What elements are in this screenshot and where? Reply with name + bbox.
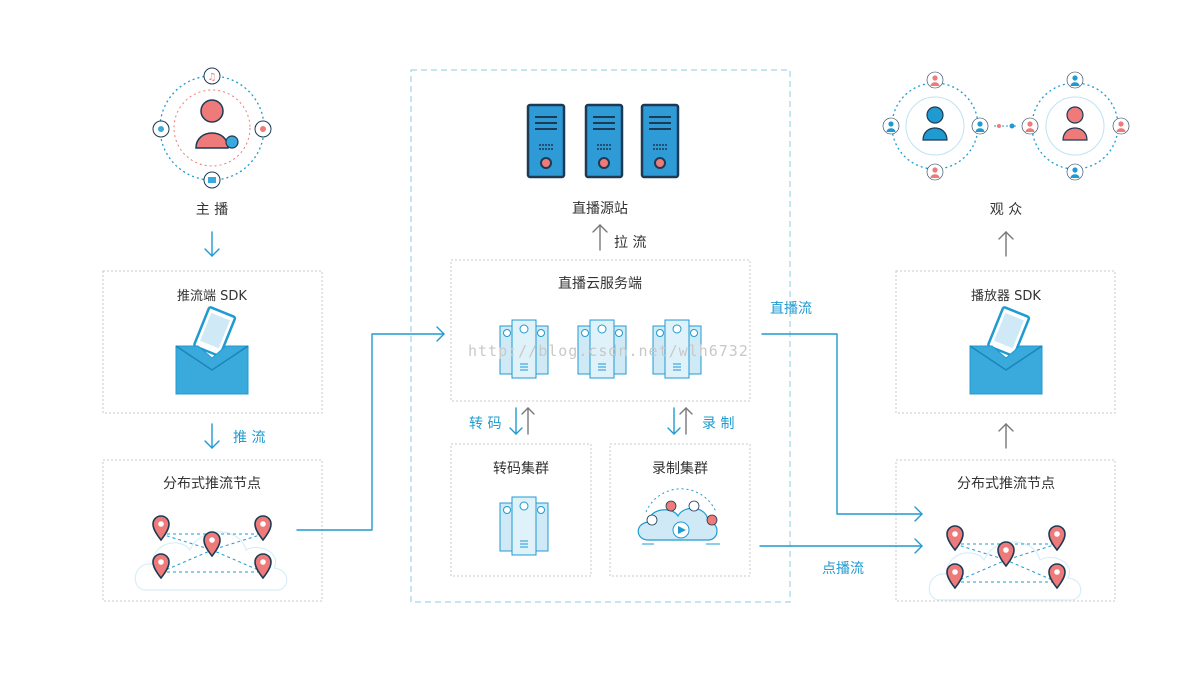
push-sdk-label: 推流端 SDK: [177, 289, 247, 304]
cdn-right-icon: [929, 526, 1080, 600]
arrow-cdn-to-player: [998, 423, 1014, 449]
arrow-anchor-to-sdk: [204, 231, 220, 257]
cdn-right-box: [895, 459, 1116, 602]
pull-label: 拉 流: [614, 235, 647, 251]
cloud-region-box: [410, 69, 791, 603]
origin-server-icon: [584, 103, 624, 179]
cdn-right-label: 分布式推流节点: [957, 476, 1055, 492]
arrow-player-to-audience: [998, 231, 1014, 257]
cloud-server-box: [450, 259, 751, 402]
cloud-server-label: 直播云服务端: [558, 276, 642, 292]
arrow-push-flow: [204, 423, 220, 449]
record-label: 录 制: [702, 416, 735, 432]
audience-label: 观 众: [989, 202, 1023, 218]
anchor-icon: ♫: [152, 67, 272, 189]
arrow-transcode: [509, 407, 535, 435]
audience-icon: [882, 71, 1130, 181]
arrow-cdn-to-cloud: [296, 326, 445, 531]
push-sdk-icon: [174, 305, 250, 396]
record-cluster-box: [609, 443, 751, 577]
player-sdk-box: [895, 270, 1116, 414]
origin-server-icon: [526, 103, 566, 179]
transcode-cluster-label: 转码集群: [493, 461, 549, 477]
anchor-label: 主 播: [195, 202, 229, 218]
cdn-left-icon: [135, 516, 286, 590]
arrow-live-stream: [761, 333, 923, 522]
origin-server-icon: [640, 103, 680, 179]
player-sdk-label: 播放器 SDK: [971, 289, 1041, 304]
origin-label: 直播源站: [572, 201, 628, 217]
live-stream-label: 直播流: [770, 301, 812, 317]
push-flow-label: 推 流: [233, 430, 266, 446]
transcode-cluster-box: [450, 443, 592, 577]
arrow-pull: [592, 224, 608, 251]
arrow-record: [667, 407, 693, 435]
transcode-cluster-icon: [499, 496, 549, 556]
svg-text:♫: ♫: [208, 72, 217, 83]
cdn-left-label: 分布式推流节点: [163, 476, 261, 492]
watermark: http://blog.csdn.net/wlh6732: [468, 342, 749, 360]
push-sdk-box: [102, 270, 323, 414]
player-sdk-icon: [968, 305, 1044, 396]
vod-stream-label: 点播流: [822, 561, 864, 577]
transcode-label: 转 码: [469, 416, 502, 432]
arrow-vod-stream: [759, 538, 923, 554]
record-cluster-icon: [637, 488, 720, 545]
record-cluster-label: 录制集群: [652, 461, 708, 477]
